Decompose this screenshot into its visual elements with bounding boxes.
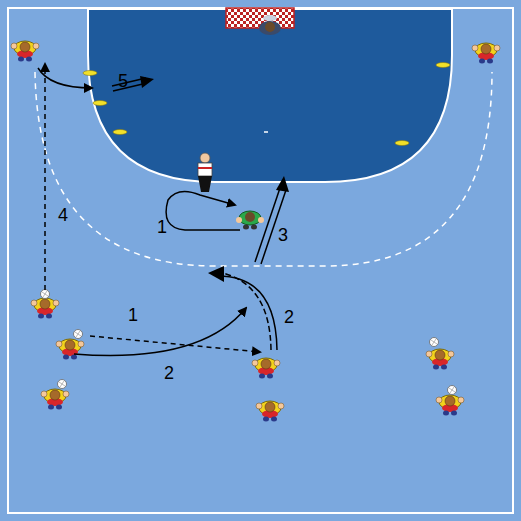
callout-number: 3 [278,226,288,244]
callout-number: 1 [157,218,167,236]
callout-number: 2 [284,308,294,326]
callout-number: 2 [164,364,174,382]
callout-number: 1 [128,306,138,324]
callout-number: 5 [118,72,128,90]
callout-number: 4 [58,206,68,224]
